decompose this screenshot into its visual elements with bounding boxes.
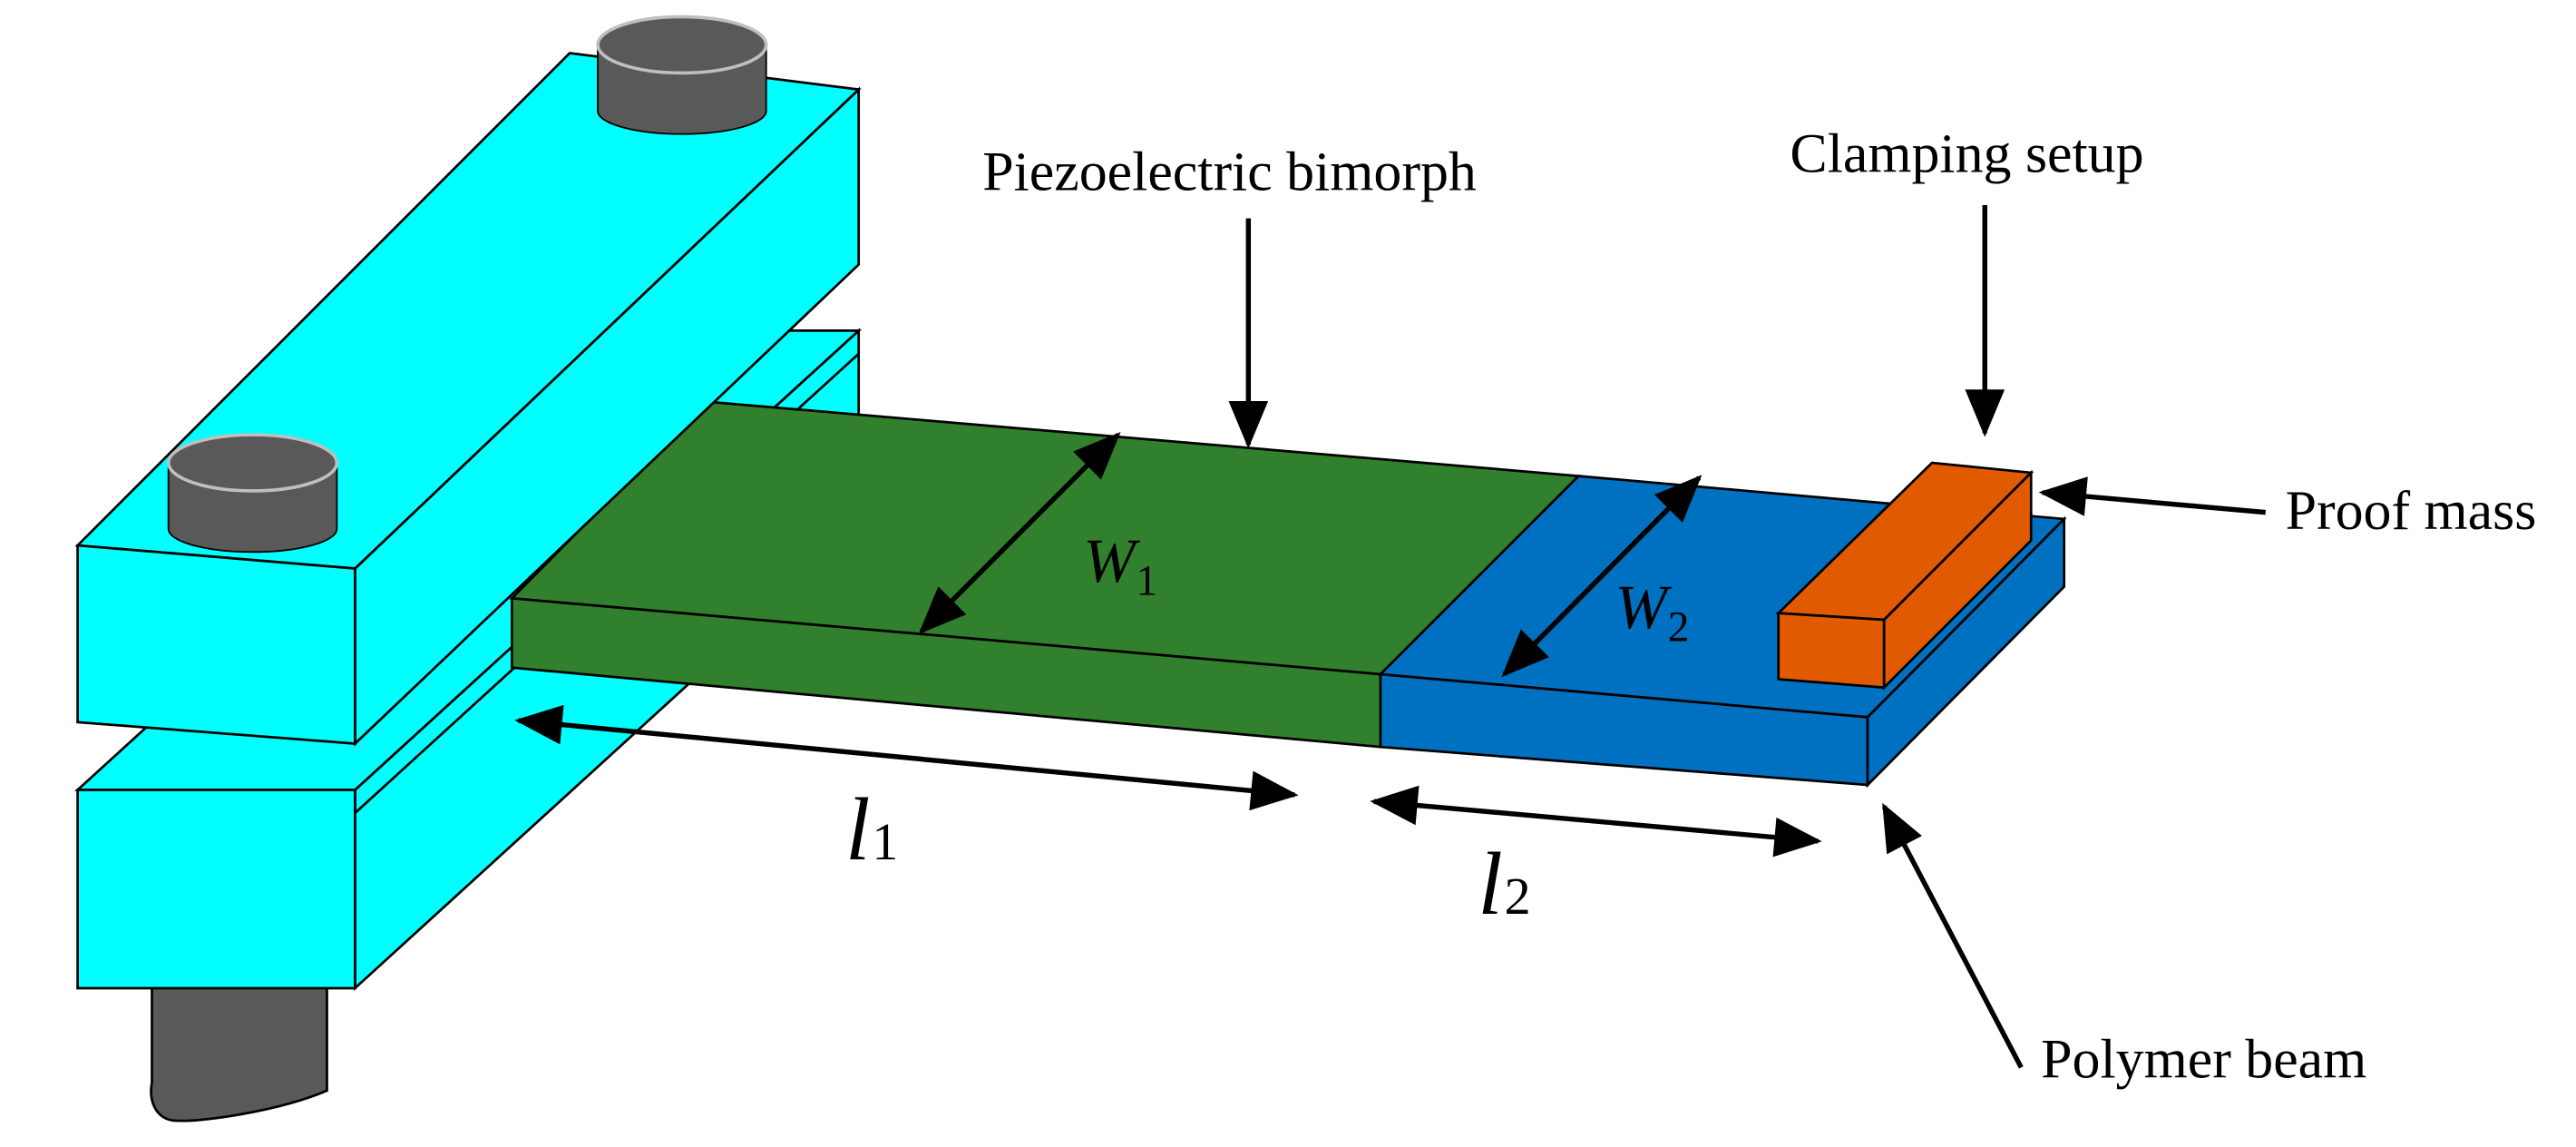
- l2-arrow: [1370, 785, 1822, 858]
- svg-text:1: 1: [872, 812, 898, 871]
- bottom-post: [150, 970, 328, 1122]
- w1-arrow: [918, 431, 1121, 634]
- svg-text:2: 2: [1504, 867, 1530, 926]
- svg-text:W: W: [1083, 525, 1140, 595]
- l1-arrow: [514, 704, 1299, 811]
- piezo-label: Piezoelectric bimorph: [982, 142, 1477, 203]
- l2-symbol: l 2: [1478, 835, 1530, 934]
- w1-symbol: W 1: [1083, 525, 1157, 605]
- l1-symbol: l 1: [845, 780, 898, 879]
- proof-mass-pointer-arrow: [2038, 476, 2266, 516]
- screw-left-icon: [166, 433, 339, 554]
- svg-text:2: 2: [1668, 604, 1690, 652]
- proof-mass-block: [1775, 461, 2034, 691]
- svg-text:1: 1: [1137, 558, 1158, 605]
- svg-text:l: l: [845, 780, 870, 879]
- svg-text:W: W: [1615, 572, 1672, 642]
- polymer-beam-label: Polymer beam: [2041, 1028, 2366, 1090]
- screw-top-icon: [596, 15, 768, 135]
- w2-symbol: W 2: [1615, 572, 1689, 652]
- polymer-pointer-arrow: [1881, 802, 2024, 1069]
- proof-mass-label: Proof mass: [2286, 480, 2537, 542]
- w2-arrow: [1501, 475, 1703, 678]
- clamping-label: Clamping setup: [1790, 123, 2143, 185]
- svg-text:l: l: [1478, 835, 1502, 934]
